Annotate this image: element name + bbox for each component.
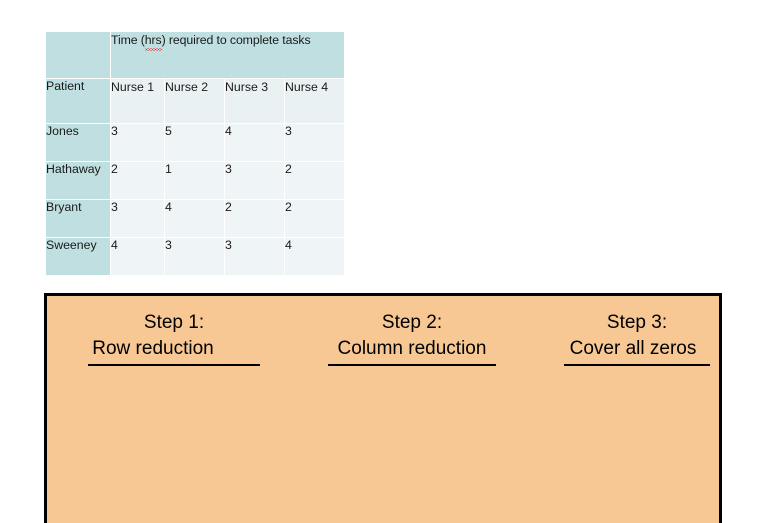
- table-title-row: Time (hrs) required to complete tasks: [46, 32, 345, 78]
- cell-sweeney-nurse-4: 4: [285, 238, 345, 275]
- cell-hathaway-nurse-4: 2: [285, 162, 345, 199]
- cell-sweeney-nurse-3: 3: [225, 238, 284, 275]
- title-text-before: Time (: [111, 33, 145, 47]
- step-1-action: Row reduction: [88, 336, 260, 366]
- step-2-title: Step 2:: [381, 312, 443, 333]
- column-header-nurse-3: Nurse 3: [225, 79, 284, 123]
- row-header-hathaway: Hathaway: [46, 162, 110, 199]
- cell-jones-nurse-4: 3: [285, 124, 345, 161]
- cell-bryant-nurse-2: 4: [165, 200, 224, 237]
- table-row: Bryant 3 4 2 2: [46, 200, 345, 237]
- steps-heading-row: Step 1: Row reduction Step 2: Column red…: [47, 310, 719, 380]
- step-2-action: Column reduction: [327, 336, 497, 366]
- step-1-title: Step 1:: [143, 312, 205, 333]
- cell-jones-nurse-1: 3: [111, 124, 164, 161]
- cell-sweeney-nurse-1: 4: [111, 238, 164, 275]
- title-text-after: ) required to complete tasks: [161, 33, 311, 47]
- table-corner-cell: [46, 32, 110, 78]
- row-header-bryant: Bryant: [46, 200, 110, 237]
- step-2: Step 2: Column reduction: [302, 310, 522, 366]
- cell-bryant-nurse-3: 2: [225, 200, 284, 237]
- cell-hathaway-nurse-2: 1: [165, 162, 224, 199]
- cell-hathaway-nurse-3: 3: [225, 162, 284, 199]
- table-row: Hathaway 2 1 3 2: [46, 162, 345, 199]
- task-time-table: Time (hrs) required to complete tasks Pa…: [45, 31, 346, 276]
- row-header-sweeney: Sweeney: [46, 238, 110, 275]
- cell-jones-nurse-2: 5: [165, 124, 224, 161]
- column-header-nurse-2: Nurse 2: [165, 79, 224, 123]
- column-header-patient: Patient: [46, 79, 110, 123]
- table-header-row: Patient Nurse 1 Nurse 2 Nurse 3 Nurse 4: [46, 79, 345, 123]
- step-3-action: Cover all zeros: [563, 336, 711, 366]
- row-header-jones: Jones: [46, 124, 110, 161]
- steps-work-area: Step 1: Row reduction Step 2: Column red…: [44, 293, 722, 523]
- column-header-nurse-1: Nurse 1: [111, 79, 164, 123]
- table-title-cell: Time (hrs) required to complete tasks: [111, 32, 345, 78]
- cell-sweeney-nurse-2: 3: [165, 238, 224, 275]
- cell-hathaway-nurse-1: 2: [111, 162, 164, 199]
- spellcheck-underlined-word: hrs: [144, 33, 162, 51]
- column-header-nurse-4: Nurse 4: [285, 79, 345, 123]
- cell-jones-nurse-3: 4: [225, 124, 284, 161]
- cell-bryant-nurse-1: 3: [111, 200, 164, 237]
- step-1: Step 1: Row reduction: [59, 310, 289, 366]
- table-row: Jones 3 5 4 3: [46, 124, 345, 161]
- step-3: Step 3: Cover all zeros: [537, 310, 737, 366]
- step-3-title: Step 3:: [606, 312, 668, 333]
- table-row: Sweeney 4 3 3 4: [46, 238, 345, 275]
- cell-bryant-nurse-4: 2: [285, 200, 345, 237]
